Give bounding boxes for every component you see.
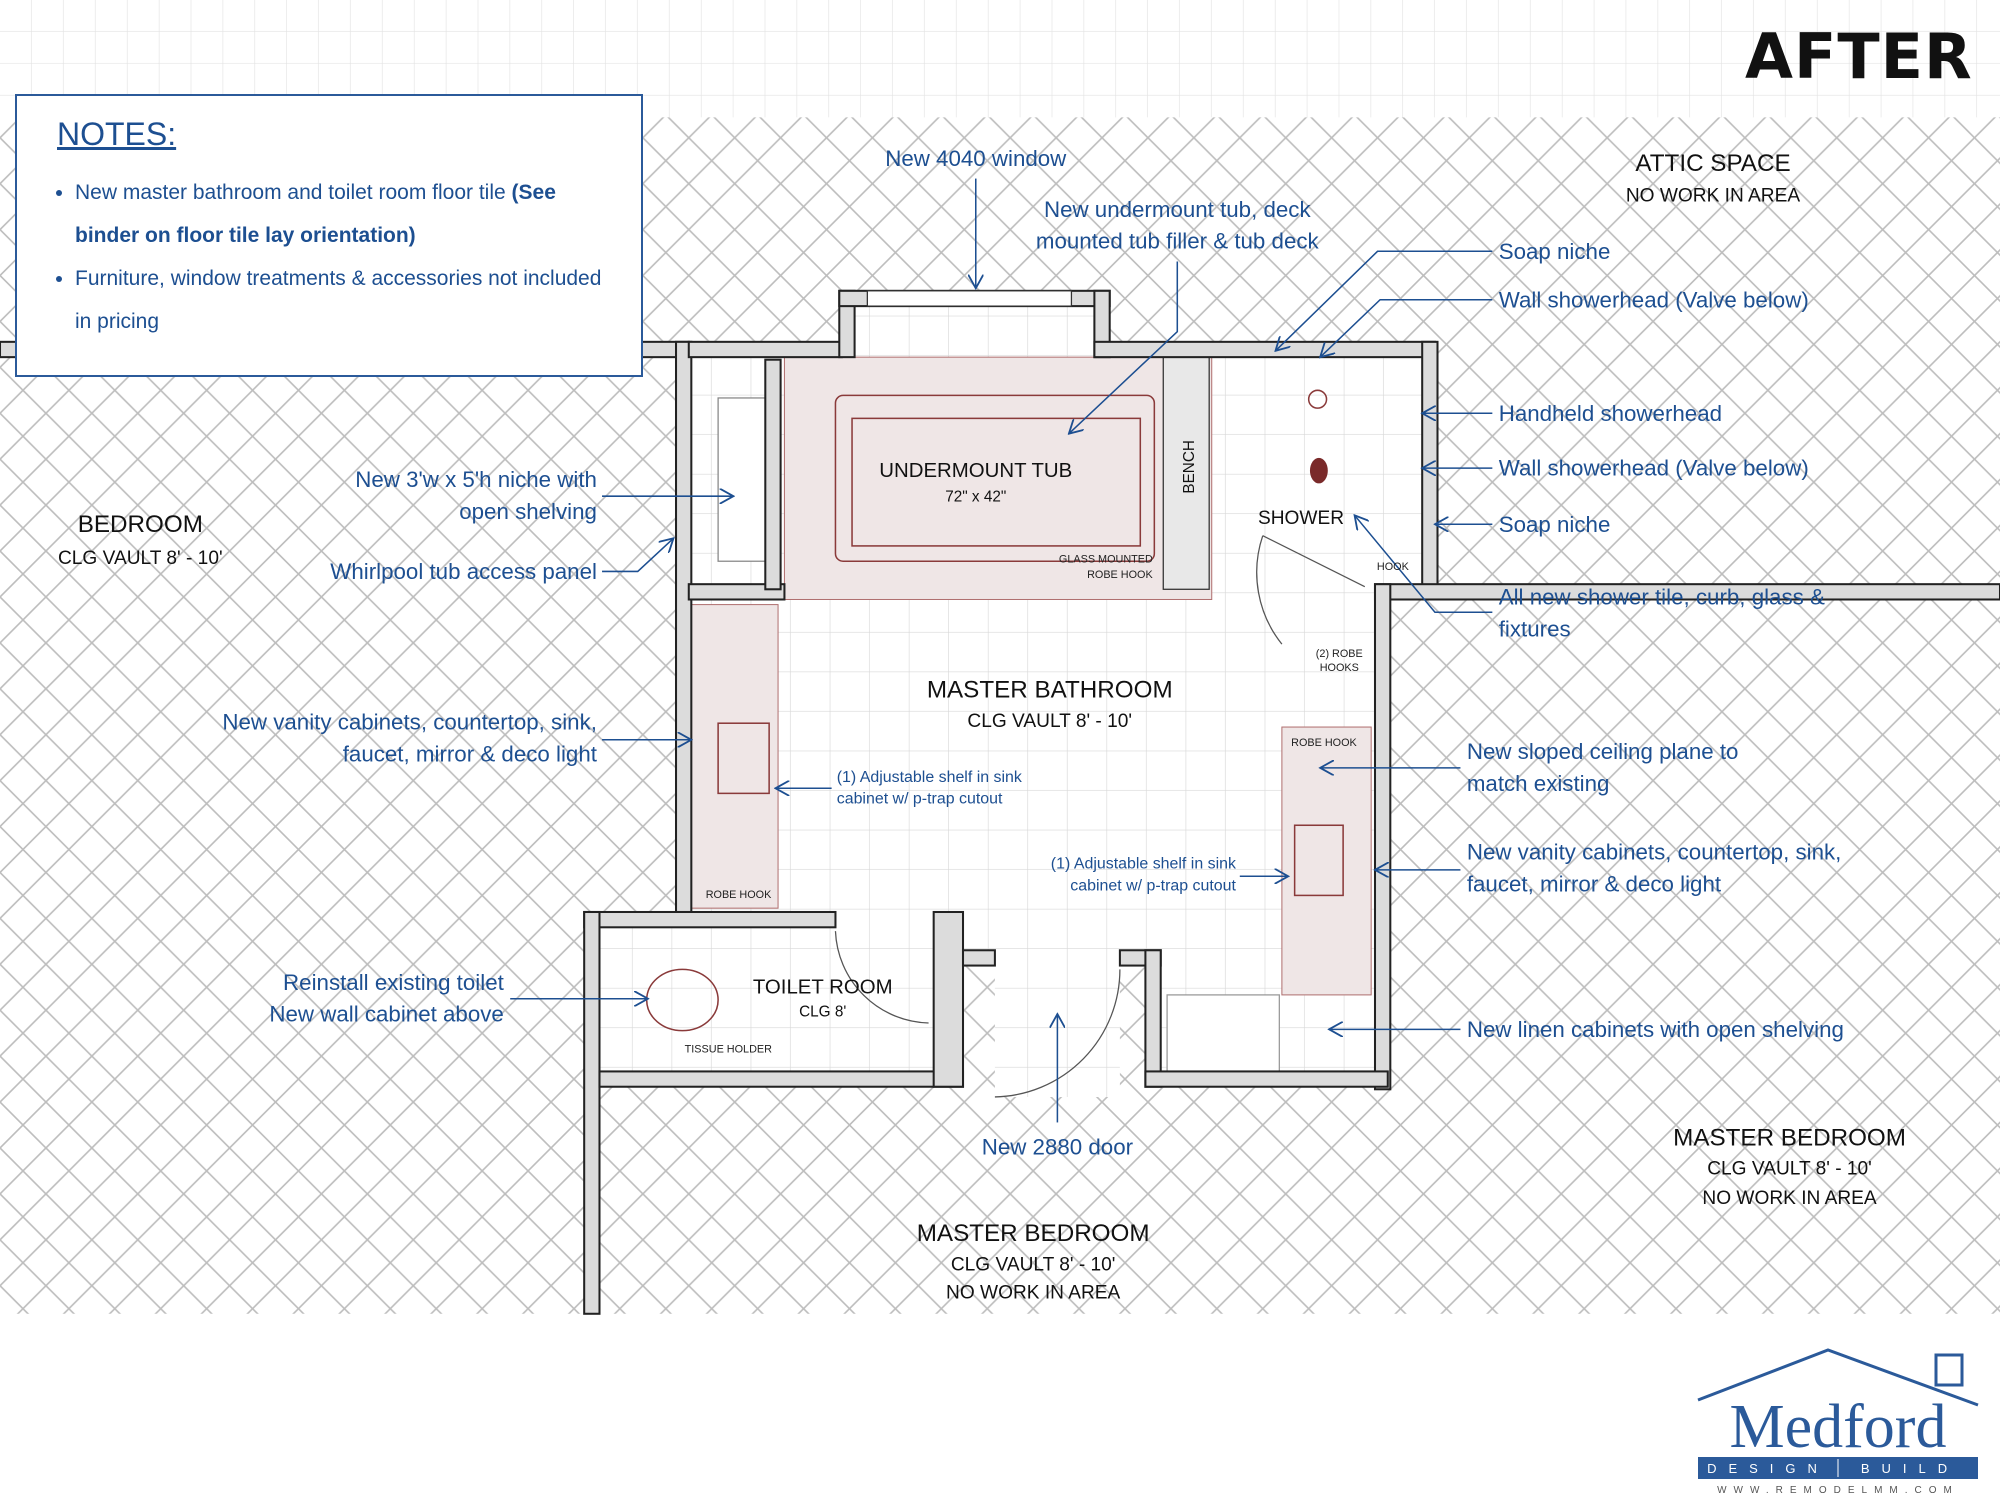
callout-sloped-2: match existing [1467,771,1610,796]
room-master-bath-sub: CLG VAULT 8' - 10' [967,711,1132,732]
callout-wall-shower-top: Wall showerhead (Valve below) [1499,287,1809,312]
shower-label: SHOWER [1258,508,1344,529]
room-bedroom-sub: CLG VAULT 8' - 10' [58,548,223,569]
note-item: Furniture, window treatments & accessori… [75,257,615,343]
note-text: Furniture, window treatments & accessori… [75,267,602,333]
note-text: New master bathroom and toilet room floo… [75,181,512,204]
callout-vanity-left-2: faucet, mirror & deco light [343,741,598,766]
callout-niche-2: open shelving [459,499,597,524]
room-bedroom-name: BEDROOM [78,511,203,538]
callout-access-panel: Whirlpool tub access panel [330,559,597,584]
interior-floor [599,306,1423,1098]
room-master-bed-bottom-sub2: NO WORK IN AREA [946,1282,1121,1303]
callout-sloped-1: New sloped ceiling plane to [1467,739,1739,764]
note-bold-text: (See binder on floor tile lay orientatio… [75,181,556,247]
callout-niche-1: New 3'w x 5'h niche with [355,467,597,492]
note-item: New master bathroom and toilet room floo… [75,171,615,257]
callout-shower-tile-2: fixtures [1499,616,1571,641]
robe-hooks-label-1: (2) ROBE [1316,648,1363,660]
room-master-bed-bottom-name: MASTER BEDROOM [917,1220,1150,1247]
robe-hook-right-label: ROBE HOOK [1291,737,1357,749]
logo-url: WWW.REMODELMM.COM [1717,1485,1959,1496]
callout-toilet-2: New wall cabinet above [269,1002,503,1027]
callout-handheld: Handheld showerhead [1499,401,1722,426]
room-master-bed-bottom-sub: CLG VAULT 8' - 10' [951,1254,1116,1275]
callout-soap-niche-top: Soap niche [1499,239,1611,264]
glass-hook-label-2: ROBE HOOK [1087,569,1153,581]
room-master-bed-right-sub2: NO WORK IN AREA [1702,1188,1877,1209]
room-master-bed-right-name: MASTER BEDROOM [1673,1124,1906,1151]
callout-shower-tile-1: All new shower tile, curb, glass & [1499,585,1825,610]
leader-lines [510,178,1493,1123]
logo-tagline-build: BUILD [1861,1461,1959,1476]
shelf-left-note-2: cabinet w/ p-trap cutout [837,791,1003,808]
callout-toilet-1: Reinstall existing toilet [283,970,505,995]
callout-tub-1: New undermount tub, deck [1044,197,1312,222]
callout-soap-niche-bottom: Soap niche [1499,512,1611,537]
bench-label: BENCH [1181,440,1198,494]
callout-wall-shower-mid: Wall showerhead (Valve below) [1499,456,1809,481]
room-attic-sub: NO WORK IN AREA [1626,186,1801,207]
tissue-holder-label: TISSUE HOLDER [685,1043,772,1055]
callouts: New 4040 window New undermount tub, deck… [222,146,1844,1160]
shelf-right-note-1: (1) Adjustable shelf in sink [1051,856,1236,873]
robe-hooks-label-2: HOOKS [1320,662,1359,674]
logo-tagline-design: DESIGN [1707,1461,1829,1476]
glass-hook-label-1: GLASS MOUNTED [1059,554,1153,566]
page-title: AFTER [1745,20,1973,93]
callout-vanity-left-1: New vanity cabinets, countertop, sink, [222,710,597,735]
callout-vanity-right-1: New vanity cabinets, countertop, sink, [1467,840,1842,865]
notes-box: NOTES: New master bathroom and toilet ro… [15,94,643,377]
notes-list: New master bathroom and toilet room floo… [43,171,615,343]
room-attic-name: ATTIC SPACE [1635,150,1790,177]
shelf-right-note-2: cabinet w/ p-trap cutout [1070,877,1236,894]
shelf-left-note-1: (1) Adjustable shelf in sink [837,769,1022,786]
notes-heading: NOTES: [57,116,177,152]
robe-hook-left-label: ROBE HOOK [706,889,772,901]
callout-vanity-right-2: faucet, mirror & deco light [1467,872,1722,897]
callout-door: New 2880 door [982,1134,1134,1159]
tub-label: UNDERMOUNT TUB [879,460,1072,482]
callout-window: New 4040 window [885,146,1067,171]
callout-linen: New linen cabinets with open shelving [1467,1017,1844,1042]
logo-name: Medford [1730,1393,1947,1461]
room-toilet-name: TOILET ROOM [753,977,893,999]
tub-size-label: 72" x 42" [945,488,1006,505]
hook-label: HOOK [1377,561,1410,573]
room-master-bath-name: MASTER BATHROOM [927,677,1173,704]
medford-logo: Medford DESIGN BUILD WWW.REMODELMM.COM [1697,1348,1979,1496]
room-master-bed-right-sub: CLG VAULT 8' - 10' [1707,1159,1872,1180]
room-toilet-sub: CLG 8' [799,1004,846,1021]
callout-tub-2: mounted tub filler & tub deck [1036,229,1320,254]
